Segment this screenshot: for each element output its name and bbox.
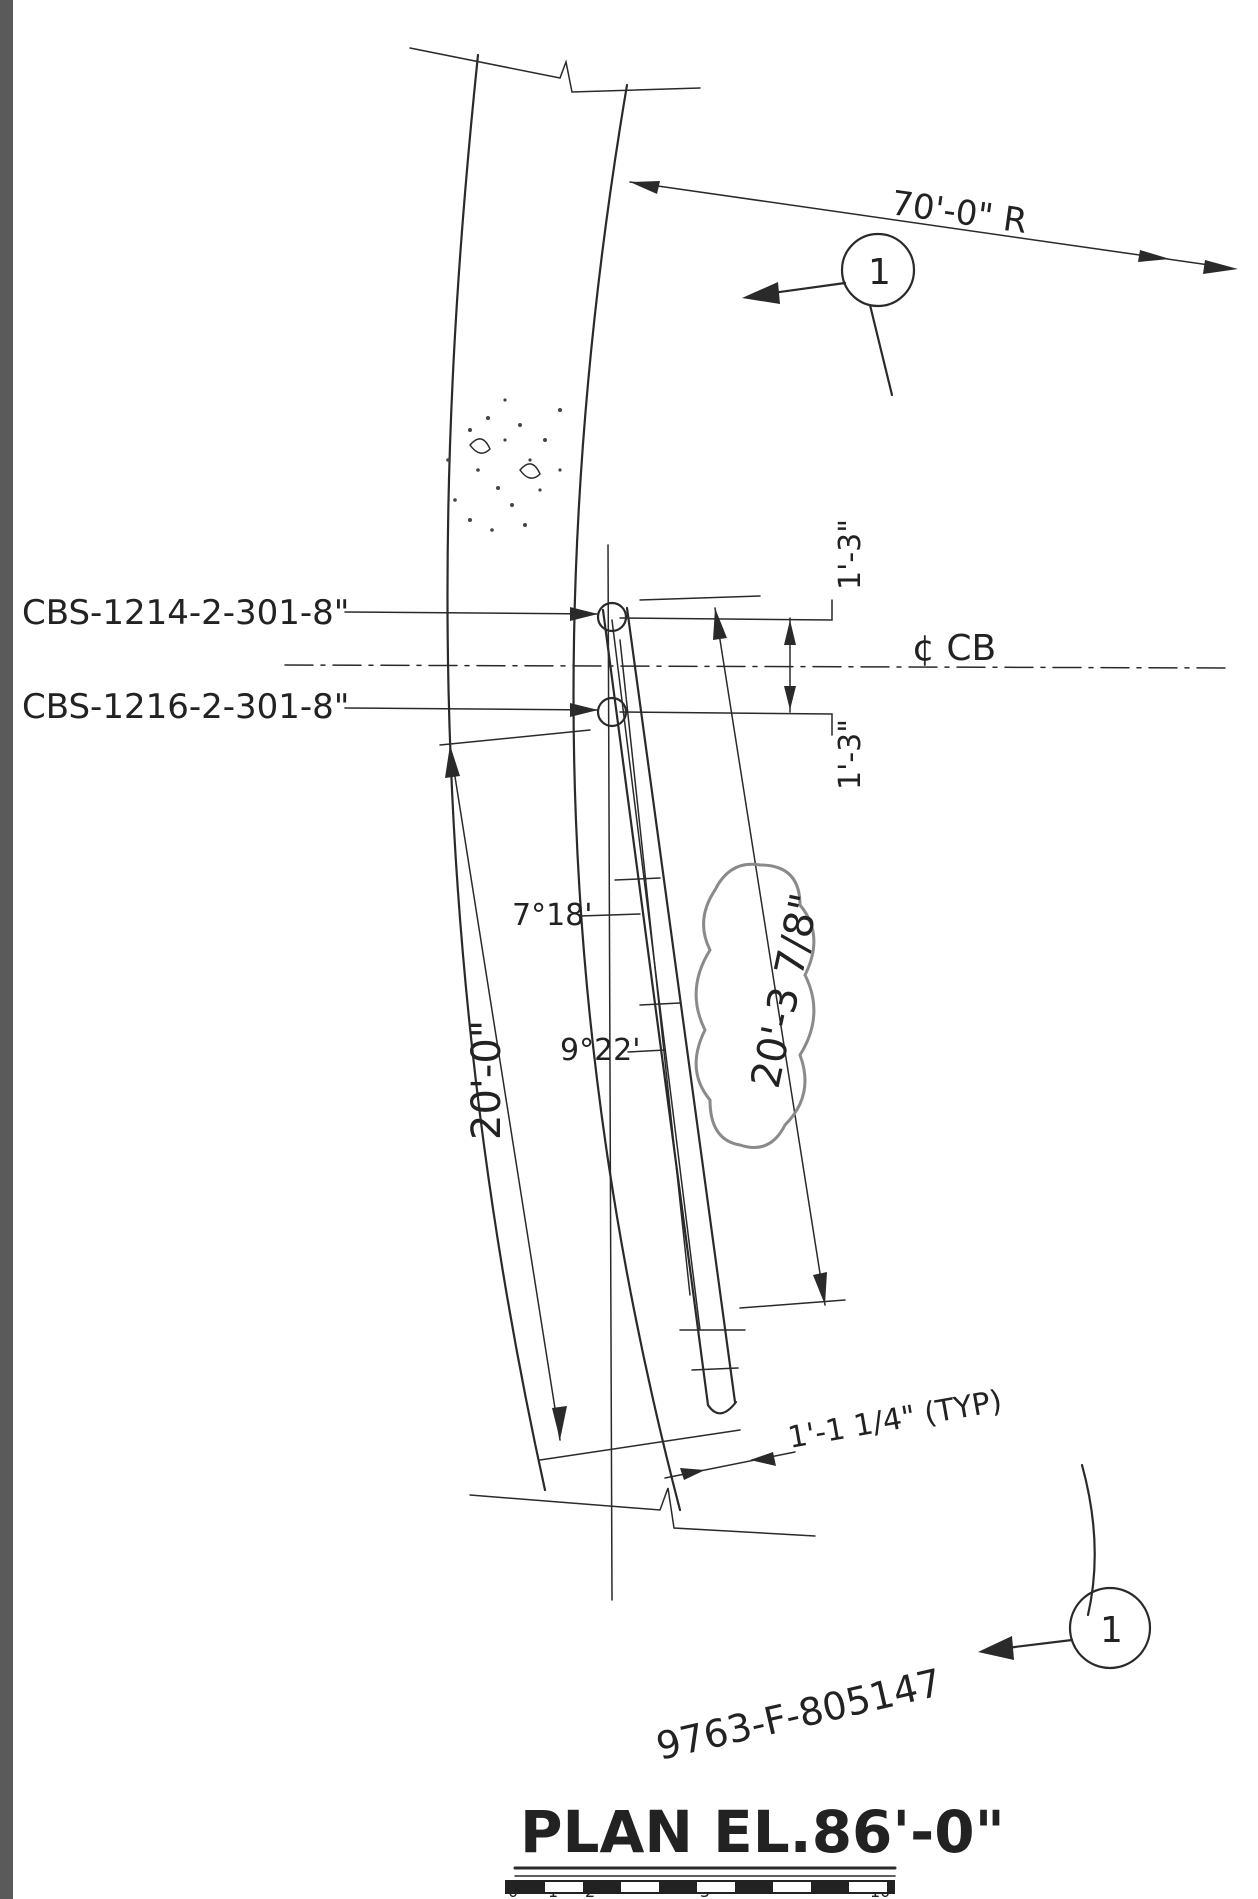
scale-ticks: [500, 1880, 900, 1899]
angle-labels: 7°18' 9°22': [512, 877, 681, 1068]
pile-assembly: [596, 544, 746, 1601]
centerline-label: ¢ CB: [912, 628, 996, 669]
title-block: PLAN EL.86'-0": [513, 1798, 1005, 1877]
section-marker-top: 1: [742, 232, 916, 397]
sheet-border: [0, 0, 13, 1899]
plan-title: PLAN EL.86'-0": [520, 1798, 1005, 1866]
offset-top-label: 1'-3": [833, 519, 868, 590]
radius-dimension: 70'-0" R: [629, 181, 1238, 274]
curved-wall: [409, 47, 816, 1537]
revision-cloud: [694, 862, 816, 1149]
angle-2-label: 9°22': [560, 1033, 641, 1068]
length-left-label: 20'-0": [464, 1020, 510, 1140]
length-right-label: 20'-3 7/8": [743, 890, 829, 1093]
pile-bottom-label: CBS-1216-2-301-8": [22, 687, 349, 727]
offset-dimensions: 1'-3" 1'-3": [619, 519, 868, 790]
section-marker-top-label: 1: [868, 252, 891, 293]
section-marker-bottom-label: 1: [1100, 1610, 1123, 1651]
length-dimension-left: 20'-0": [439, 729, 741, 1461]
width-dimension: 1'-1 1/4" (TYP): [664, 1384, 1005, 1480]
radius-label: 70'-0" R: [889, 183, 1030, 242]
offset-bottom-label: 1'-3": [833, 719, 868, 790]
length-dimension-right: 20'-3 7/8": [639, 595, 846, 1309]
centerline: ¢ CB: [284, 628, 1226, 669]
pile-top-label: CBS-1214-2-301-8": [22, 593, 349, 633]
drawing-number: 9763-F-805147: [652, 1660, 946, 1768]
section-marker-bottom: 1: [978, 1463, 1152, 1670]
angle-1-label: 7°18': [512, 898, 593, 933]
width-label: 1'-1 1/4" (TYP): [785, 1384, 1004, 1456]
pile-labels: CBS-1214-2-301-8" CBS-1216-2-301-8": [22, 593, 599, 727]
scale-bar: [505, 1880, 895, 1894]
